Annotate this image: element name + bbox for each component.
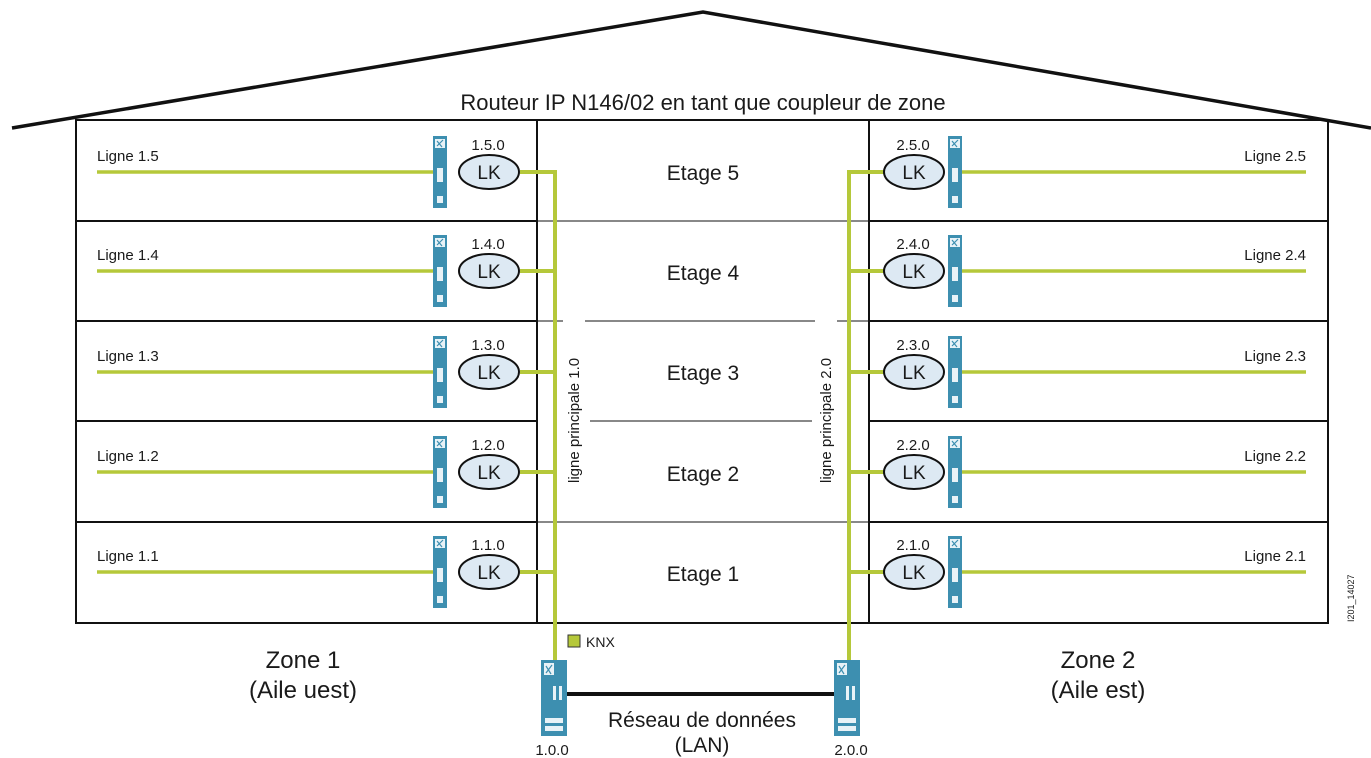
lan-label-sub: (LAN) bbox=[675, 734, 730, 757]
lan-label: Réseau de données bbox=[608, 709, 796, 732]
diagram-title: Routeur IP N146/02 en tant que coupleur … bbox=[460, 90, 945, 115]
figure-code: I201_14027 bbox=[1346, 574, 1356, 622]
main-line-2-0 bbox=[847, 170, 886, 672]
coupler-address: 2.2.0 bbox=[896, 437, 929, 454]
coupler-address: 2.4.0 bbox=[896, 236, 929, 253]
zone2-lines: Ligne 2.5 LK 2.5.0 Ligne 2.4 LK 2.4.0 Li… bbox=[883, 135, 1306, 609]
svg-text:LK: LK bbox=[477, 262, 501, 283]
svg-text:LK: LK bbox=[902, 262, 926, 283]
main-line-1-0 bbox=[520, 170, 557, 672]
zone1-subtitle: (Aile uest) bbox=[249, 677, 357, 704]
zone2-name: Zone 2 bbox=[1061, 647, 1136, 674]
line-coupler-icon bbox=[458, 253, 520, 289]
line-coupler-icon bbox=[883, 354, 945, 390]
line-row: Ligne 1.4 LK 1.4.0 bbox=[97, 234, 520, 308]
zone1-name: Zone 1 bbox=[266, 647, 341, 674]
svg-text:LK: LK bbox=[477, 363, 501, 384]
line-label: Ligne 2.5 bbox=[1244, 148, 1306, 165]
line-label: Ligne 2.2 bbox=[1244, 448, 1306, 465]
line-label: Ligne 1.4 bbox=[97, 247, 159, 264]
floor-label: Etage 3 bbox=[667, 362, 739, 385]
line-row: Ligne 1.2 LK 1.2.0 bbox=[97, 435, 520, 509]
line-label: Ligne 1.2 bbox=[97, 448, 159, 465]
line-row: Ligne 1.5 LK 1.5.0 bbox=[97, 135, 520, 209]
router-address-2: 2.0.0 bbox=[834, 742, 867, 758]
line-label: Ligne 1.1 bbox=[97, 548, 159, 565]
roof bbox=[11, 10, 1371, 130]
main-line-label-bg bbox=[563, 300, 585, 490]
line-coupler-icon bbox=[458, 154, 520, 190]
svg-text:LK: LK bbox=[477, 463, 501, 484]
line-label: Ligne 2.3 bbox=[1244, 348, 1306, 365]
coupler-address: 2.1.0 bbox=[896, 537, 929, 554]
line-label: Ligne 2.4 bbox=[1244, 247, 1306, 264]
line-coupler-icon bbox=[883, 253, 945, 289]
middle-floor-dividers bbox=[537, 220, 869, 523]
knx-legend-swatch bbox=[567, 634, 581, 648]
line-coupler-icon bbox=[458, 354, 520, 390]
line-coupler-icon bbox=[883, 554, 945, 590]
line-row: Ligne 1.1 LK 1.1.0 bbox=[97, 535, 520, 609]
line-row: Ligne 2.1 LK 2.1.0 bbox=[883, 535, 1306, 609]
svg-text:LK: LK bbox=[902, 563, 926, 584]
coupler-address: 1.1.0 bbox=[471, 537, 504, 554]
line-coupler-icon bbox=[883, 154, 945, 190]
floor-dividers bbox=[76, 220, 1328, 523]
coupler-address: 1.2.0 bbox=[471, 437, 504, 454]
line-row: Ligne 2.4 LK 2.4.0 bbox=[883, 234, 1306, 308]
svg-text:LK: LK bbox=[477, 563, 501, 584]
line-coupler-icon bbox=[458, 454, 520, 490]
coupler-address: 2.3.0 bbox=[896, 337, 929, 354]
line-row: Ligne 1.3 LK 1.3.0 bbox=[97, 335, 520, 409]
router-address-1: 1.0.0 bbox=[535, 742, 568, 758]
svg-text:LK: LK bbox=[477, 163, 501, 184]
svg-text:LK: LK bbox=[902, 463, 926, 484]
coupler-address: 1.5.0 bbox=[471, 137, 504, 154]
main-line-label-1: ligne principale 1.0 bbox=[566, 358, 583, 483]
building-frame bbox=[75, 119, 1329, 624]
line-label: Ligne 2.1 bbox=[1244, 548, 1306, 565]
main-line-label-bg bbox=[815, 300, 837, 490]
line-label: Ligne 1.3 bbox=[97, 348, 159, 365]
line-row: Ligne 2.5 LK 2.5.0 bbox=[883, 135, 1306, 209]
floor-label: Etage 5 bbox=[667, 162, 739, 185]
floor-label: Etage 2 bbox=[667, 463, 739, 486]
ip-router-2 bbox=[833, 659, 861, 737]
main-line-label-2: ligne principale 2.0 bbox=[818, 358, 835, 483]
zone2-subtitle: (Aile est) bbox=[1051, 677, 1146, 704]
zone1-lines: Ligne 1.5 LK 1.5.0 Ligne 1.4 LK 1.4.0 Li… bbox=[97, 135, 520, 609]
line-label: Ligne 1.5 bbox=[97, 148, 159, 165]
knx-legend-label: KNX bbox=[586, 634, 615, 650]
ip-router-1 bbox=[540, 659, 568, 737]
coupler-address: 1.4.0 bbox=[471, 236, 504, 253]
coupler-address: 1.3.0 bbox=[471, 337, 504, 354]
floor-label: Etage 1 bbox=[667, 563, 739, 586]
line-row: Ligne 2.2 LK 2.2.0 bbox=[883, 435, 1306, 509]
coupler-address: 2.5.0 bbox=[896, 137, 929, 154]
line-row: Ligne 2.3 LK 2.3.0 bbox=[883, 335, 1306, 409]
line-coupler-icon bbox=[458, 554, 520, 590]
line-coupler-icon bbox=[883, 454, 945, 490]
svg-text:LK: LK bbox=[902, 163, 926, 184]
svg-text:LK: LK bbox=[902, 363, 926, 384]
floor-label: Etage 4 bbox=[667, 262, 740, 285]
